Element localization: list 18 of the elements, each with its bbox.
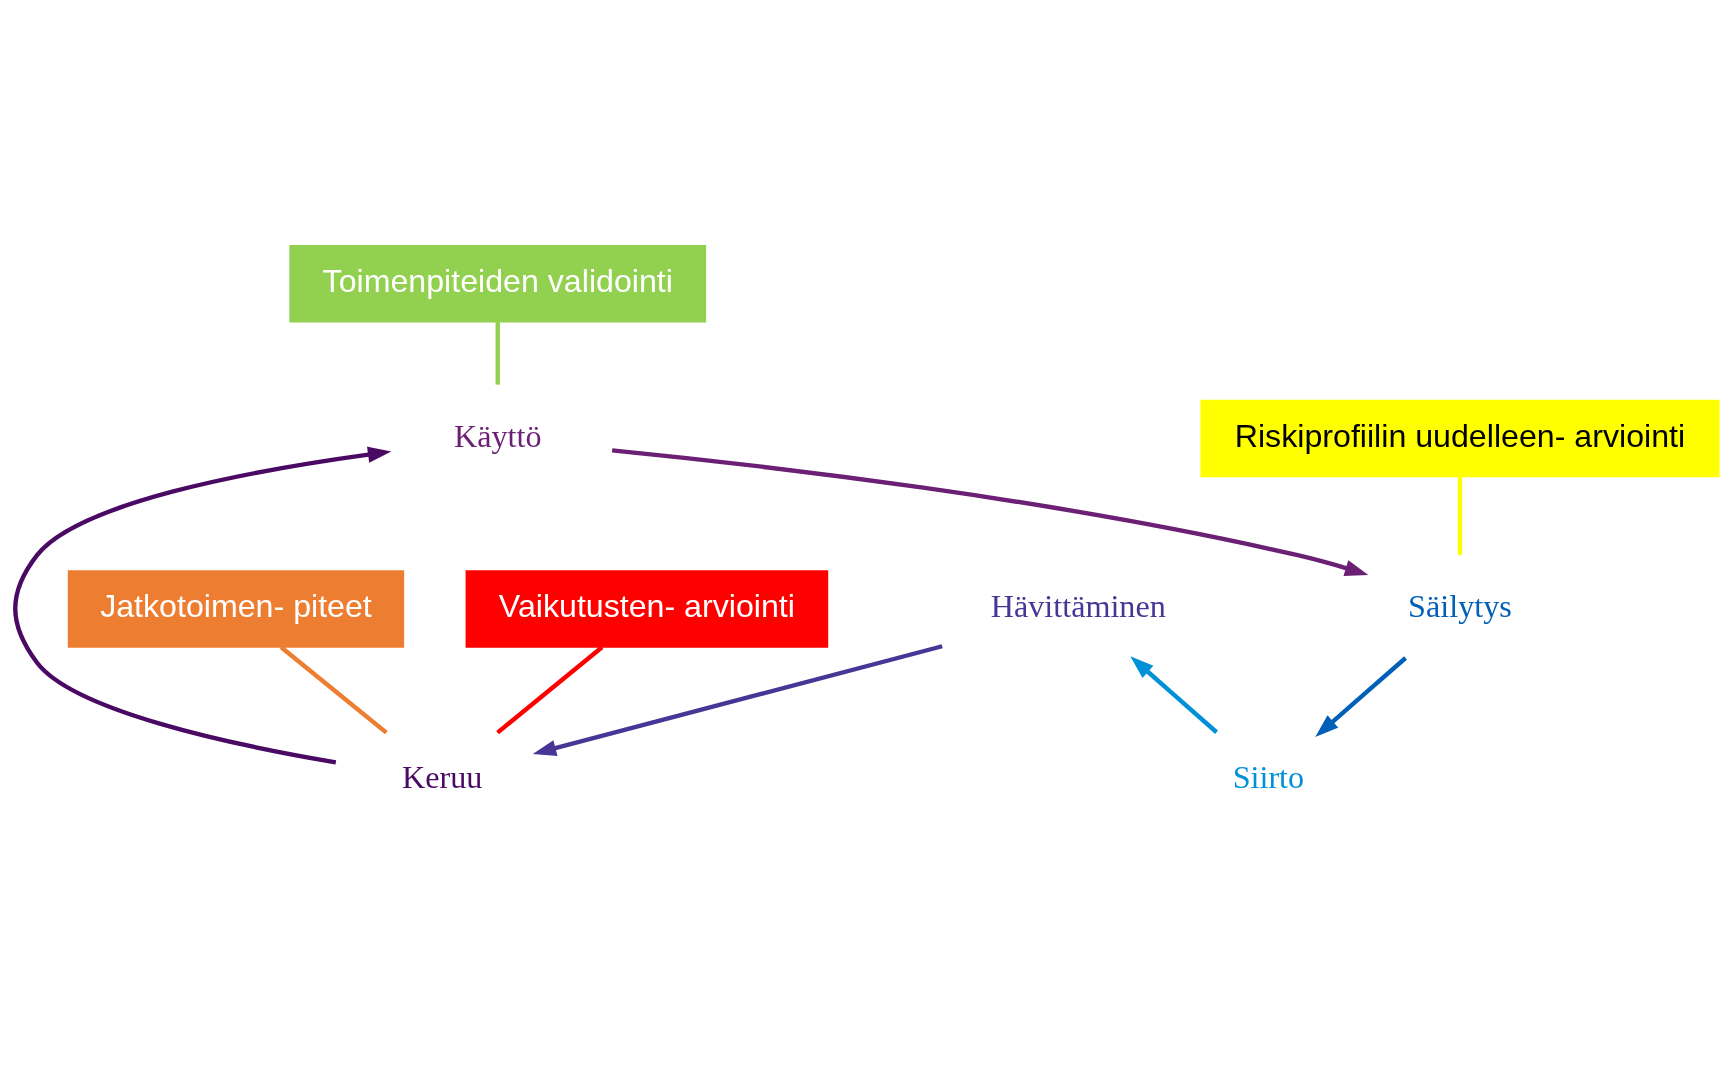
connector [1457,476,1463,555]
node-text: Keruu [401,758,483,795]
node-box: Riskiprofiilin uudelleen- arviointi [1200,399,1720,477]
arrow [1130,655,1218,734]
node-box: Toimenpiteiden validointi [289,244,707,323]
node-text: Hävittäminen [990,587,1166,624]
arrow [13,446,392,764]
node-text: Säilytys [1408,587,1512,624]
arrow [611,447,1369,576]
node-text: Käyttö [453,417,542,454]
connector [279,645,388,734]
node-box: Jatkotoimen- piteet [67,569,405,648]
connector [495,321,500,385]
node-box: Vaikutusten- arviointi [465,569,829,648]
node-text: Siirto [1232,758,1305,795]
arrow [1315,655,1407,737]
arrow [532,643,943,756]
connector [496,645,604,734]
